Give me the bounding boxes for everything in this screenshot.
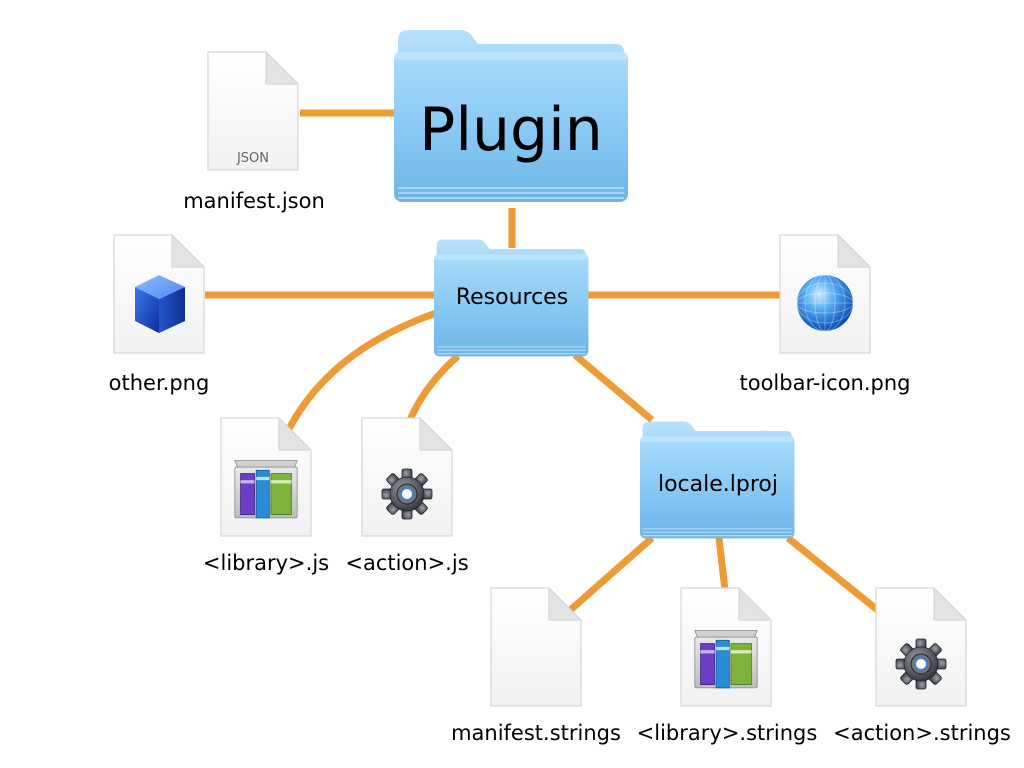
toolbar-icon-png-label: toolbar-icon.png: [739, 371, 911, 395]
resources-folder-label: Resources: [456, 285, 568, 310]
action-js-file[interactable]: [361, 417, 453, 537]
connector-resources-action-js: [406, 353, 461, 422]
manifest-strings-label: manifest.strings: [451, 721, 621, 745]
library-books-icon: [694, 630, 758, 689]
library-strings-label: <library>.strings: [636, 721, 818, 745]
library-books-icon: [234, 460, 298, 519]
library-strings-file[interactable]: [680, 587, 772, 707]
connector-locale-library-strings: [715, 537, 729, 591]
connector-resources-locale: [572, 352, 655, 423]
connector-locale-action-strings: [785, 535, 883, 615]
gear-icon: [381, 468, 433, 520]
library-js-label: <library>.js: [202, 551, 330, 575]
manifest-strings-file[interactable]: [490, 587, 582, 707]
other-png-label: other.png: [108, 371, 210, 395]
connector-locale-manifest-strings: [565, 535, 655, 615]
manifest-json-file[interactable]: JSON: [207, 51, 299, 171]
plugin-folder-label: Plugin: [419, 95, 603, 165]
connectors: [205, 109, 883, 615]
toolbar-icon-png-file[interactable]: [779, 234, 871, 354]
manifest-json-label: manifest.json: [183, 189, 325, 213]
action-js-label: <action>.js: [345, 551, 469, 575]
other-png-file[interactable]: [113, 234, 205, 354]
plugin-folder[interactable]: Plugin: [393, 29, 629, 203]
locale-folder-label: locale.lproj: [658, 472, 778, 497]
library-js-file[interactable]: [220, 417, 312, 537]
locale-folder[interactable]: locale.lproj: [639, 420, 795, 539]
action-strings-file[interactable]: [875, 587, 967, 707]
connector-resources-library-js: [281, 309, 438, 439]
blue-cube-icon: [135, 275, 185, 333]
resources-folder[interactable]: Resources: [433, 238, 589, 357]
json-document-icon: JSON: [236, 151, 269, 166]
action-strings-label: <action>.strings: [833, 721, 1011, 745]
blue-globe-icon: [796, 274, 854, 332]
gear-icon: [895, 638, 947, 690]
